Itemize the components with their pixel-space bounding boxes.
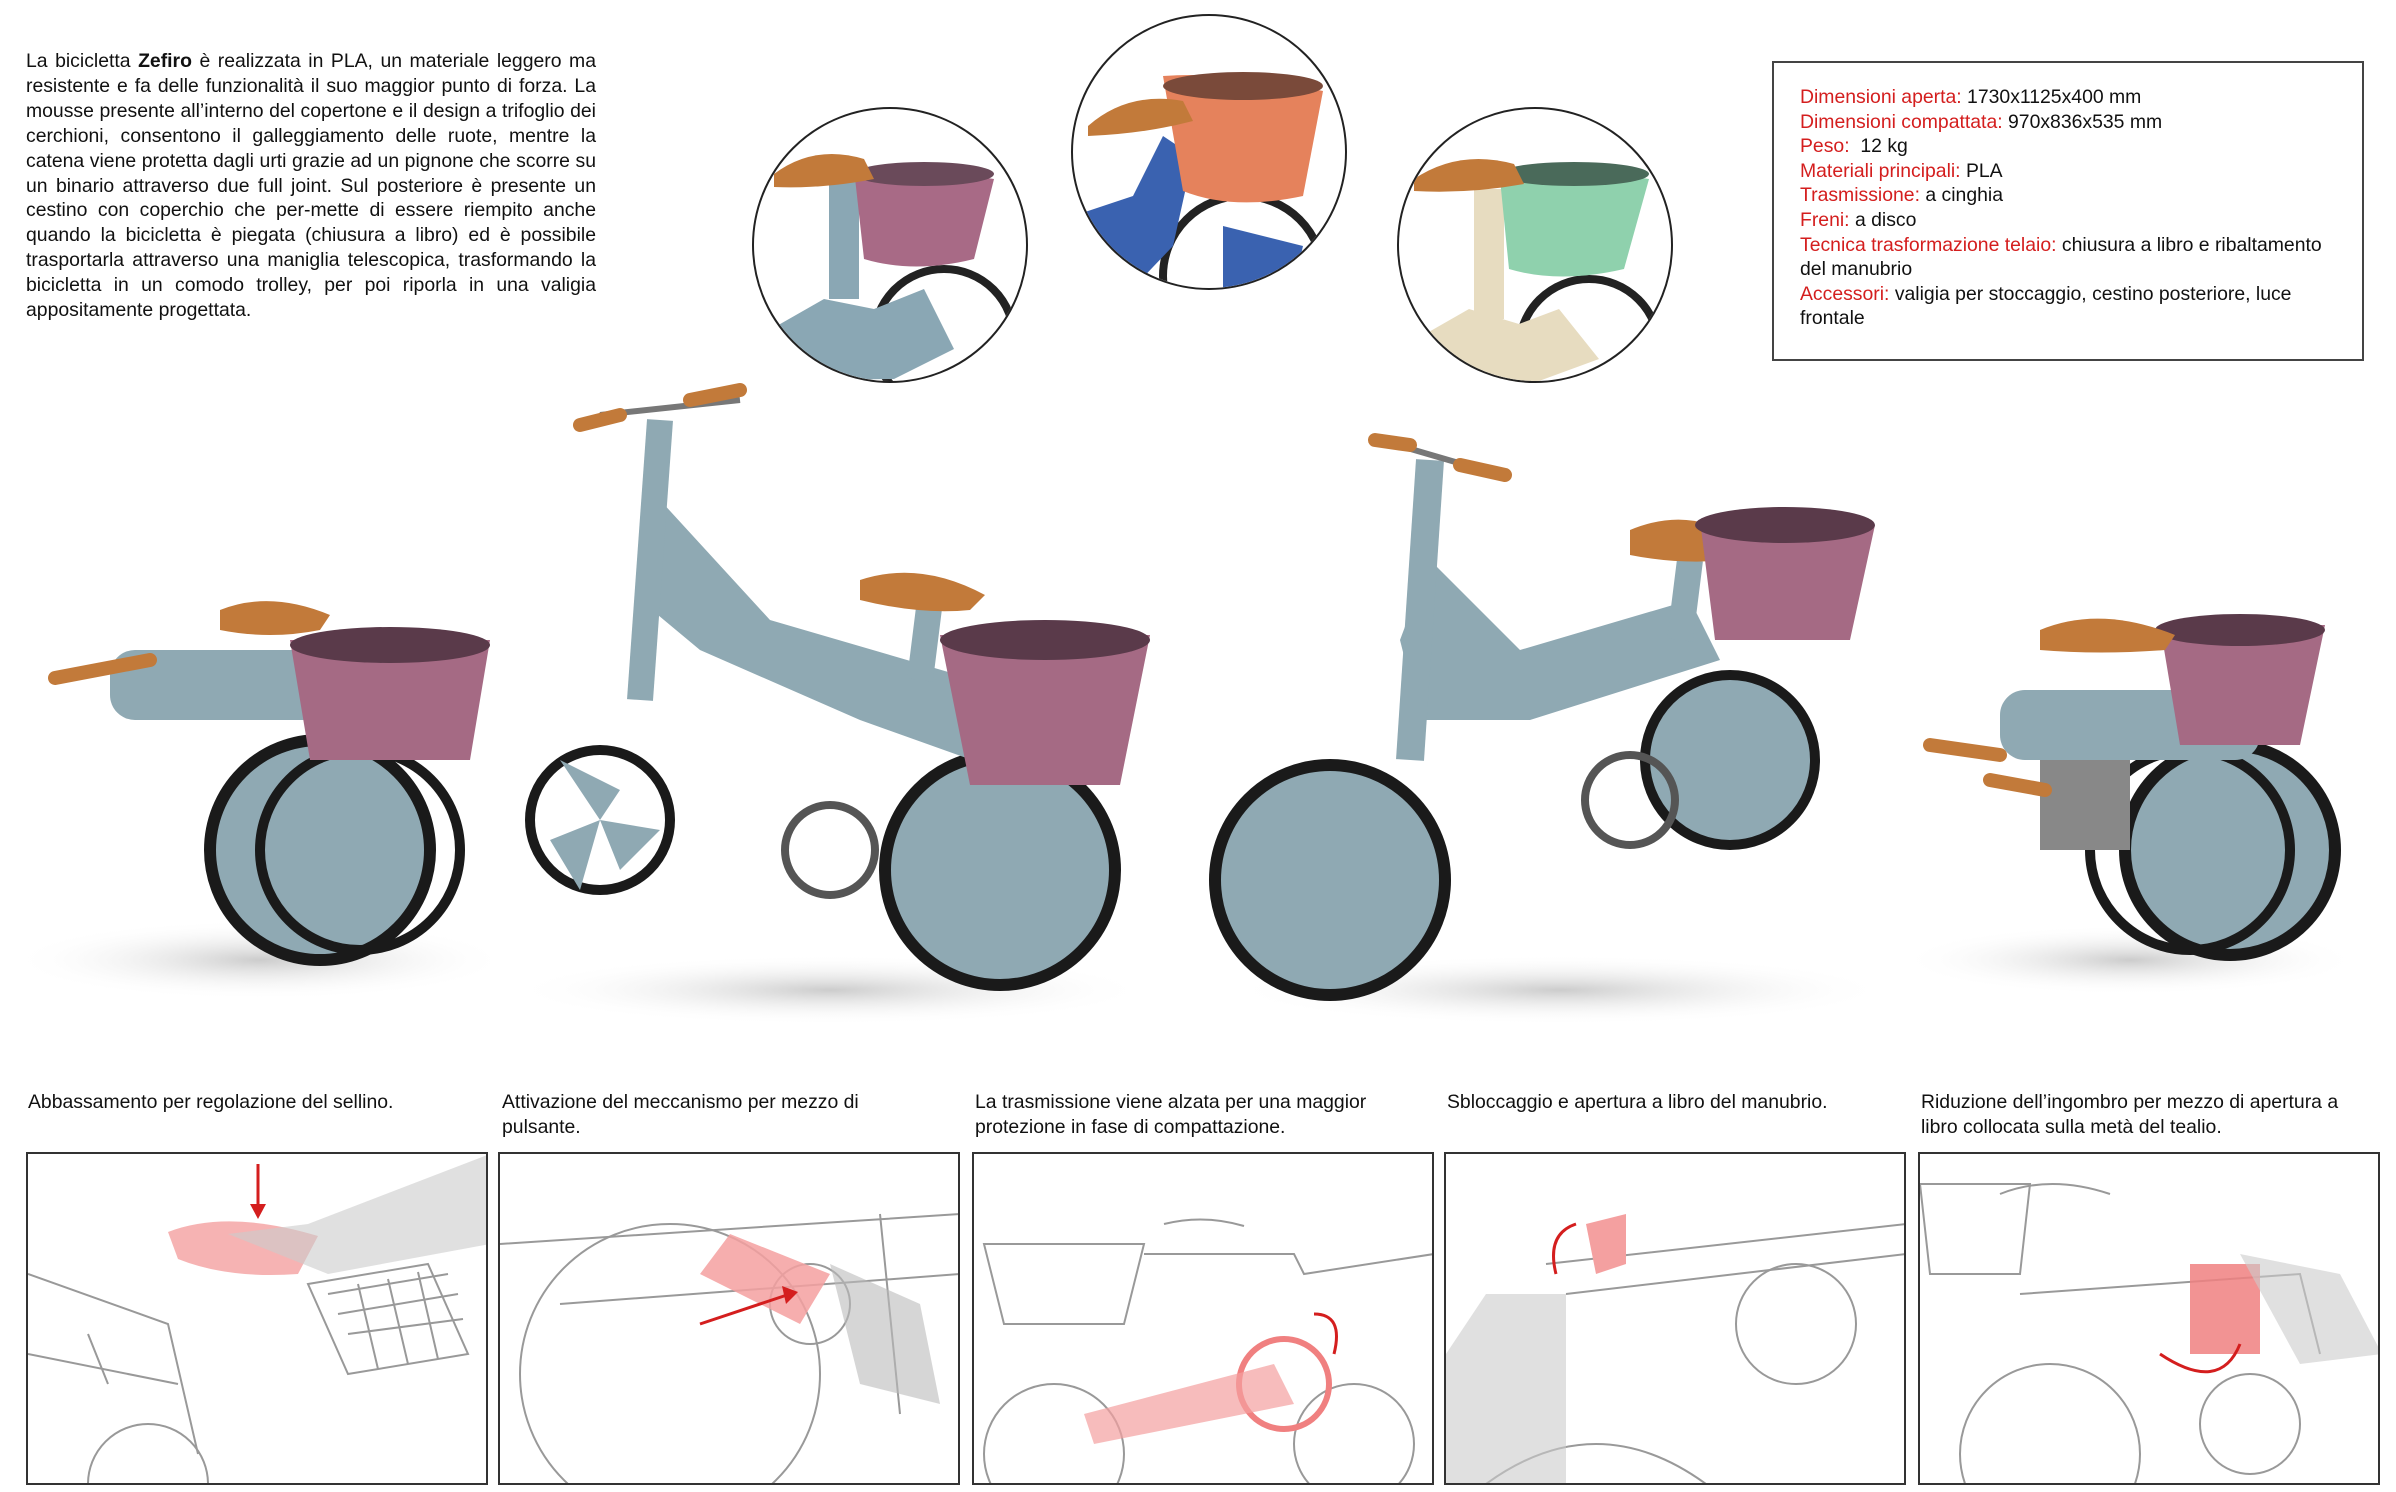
spec-key: Freni: [1800, 208, 1850, 231]
intro-paragraph: La bicicletta Zefiro è realizzata in PLA… [26, 49, 596, 323]
transmission-lift-sketch [982, 1218, 1432, 1483]
intro-pre: La bicicletta [26, 50, 139, 72]
step-caption-5: Riduzione dell’ingombro per mezzo di ape… [1921, 1091, 2339, 1138]
handlebar-unlock-sketch [1446, 1214, 1904, 1483]
variant-circle-green [1397, 107, 1673, 383]
saddle-basket-render [1399, 159, 1663, 381]
frame-fold-sketch [1920, 1183, 2378, 1483]
variant-circle-pink [752, 107, 1028, 383]
step-caption-1: Abbassamento per regolazione del sellino… [28, 1091, 394, 1113]
open-bike-front-view [510, 383, 1150, 1025]
saddle-basket-render [1073, 72, 1327, 288]
spec-key: Materiali principali: [1800, 159, 1961, 182]
spec-row: Dimensioni compattata: 970x836x535 mm [1800, 110, 2336, 135]
spec-key: Peso: [1800, 135, 1850, 158]
spec-value: 12 kg [1849, 135, 1908, 158]
step-caption-4: Sbloccaggio e apertura a libro del manub… [1447, 1091, 1828, 1113]
step-caption-2: Attivazione del meccanismo per mezzo di … [502, 1091, 859, 1138]
spec-row: Accessori: valigia per stoccaggio, cesti… [1800, 282, 2336, 331]
spec-row: Peso: 12 kg [1800, 134, 2336, 159]
spec-row: Tecnica trasformazione telaio: chiusura … [1800, 233, 2336, 282]
bike-renders [10, 383, 2360, 1025]
button-activation-sketch [500, 1213, 958, 1483]
spec-key: Tecnica trasformazione telaio: [1800, 233, 2057, 256]
spec-value: chiusura a libro e ribaltamento del manu… [1800, 233, 2322, 281]
step-sketch-4 [1444, 1152, 1906, 1485]
spec-key: Dimensioni aperta: [1800, 86, 1962, 108]
step-caption-3: La trasmissione viene alzata per una mag… [975, 1091, 1367, 1138]
saddle-basket-render [754, 154, 1018, 381]
spec-row: Trasmissione: a cinghia [1800, 183, 2336, 208]
intro-text: è realizzata in PLA, un materiale legger… [26, 50, 596, 322]
spec-value: 970x836x535 mm [2002, 110, 2163, 133]
brand-name: Zefiro [138, 50, 192, 72]
spec-key: Trasmissione: [1800, 184, 1920, 207]
spec-value: 1730x1125x400 mm [1961, 86, 2142, 108]
spec-row: Freni: a disco [1800, 208, 2336, 233]
spec-key: Dimensioni compattata: [1800, 110, 2003, 133]
open-bike-rear-view [1209, 433, 1890, 1025]
spec-row: Materiali principali: PLA [1800, 159, 2336, 184]
spec-row: Dimensioni aperta: 1730x1125x400 mm [1800, 85, 2336, 110]
spec-value: a cinghia [1919, 184, 2003, 207]
spec-value: PLA [1960, 159, 2003, 182]
folded-bike-left [10, 601, 510, 1000]
step-sketch-3 [972, 1152, 1434, 1485]
step-sketch-1 [26, 1152, 488, 1485]
spec-value: a disco [1849, 208, 1917, 231]
spec-value: valigia per stoccaggio, cestino posterio… [1800, 282, 2292, 330]
spec-key: Accessori: [1800, 282, 1890, 305]
folded-bike-right [1900, 614, 2360, 995]
variant-circle-blue [1071, 14, 1347, 290]
specs-box: Dimensioni aperta: 1730x1125x400 mm Dime… [1772, 61, 2364, 361]
seat-lowering-sketch [28, 1155, 486, 1483]
step-sketch-2 [498, 1152, 960, 1485]
step-sketch-5 [1918, 1152, 2380, 1485]
